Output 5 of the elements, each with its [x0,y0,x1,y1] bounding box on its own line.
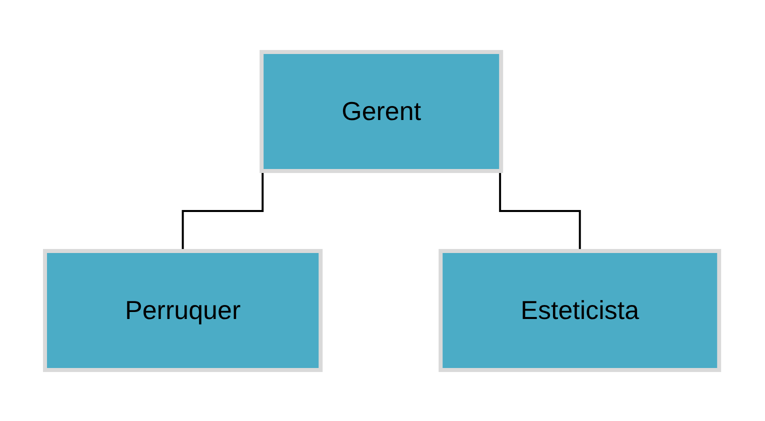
connector [500,170,582,252]
node-box: Esteticista [439,248,722,372]
node-box: Gerent [260,50,504,172]
connector [182,170,264,252]
node-box: Perruquer [43,248,324,372]
